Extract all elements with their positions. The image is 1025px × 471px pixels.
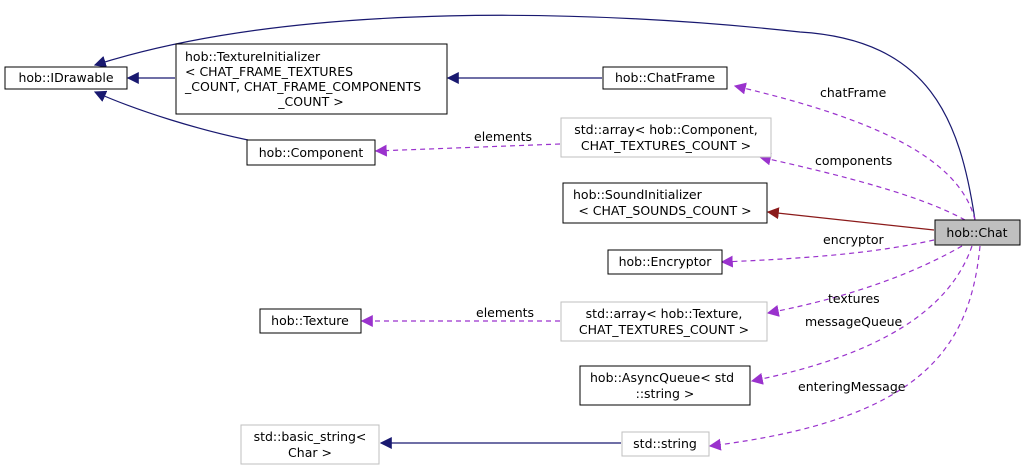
- edge-label-encryptor: encryptor: [823, 232, 885, 247]
- node-label-line: hob::TextureInitializer: [185, 49, 321, 64]
- node-basic-string[interactable]: std::basic_string< Char >: [240, 424, 380, 465]
- edge-usage-encryptor: [720, 239, 935, 268]
- edge-usage-components: [758, 153, 966, 221]
- node-label: hob::Component: [259, 145, 364, 160]
- node-label-line: CHAT_TEXTURES_COUNT >: [579, 322, 749, 337]
- node-sound-initializer[interactable]: hob::SoundInitializer < CHAT_SOUNDS_COUN…: [562, 182, 768, 224]
- edge-usage-textures: [766, 245, 963, 317]
- edge-label-elements-texture: elements: [476, 305, 534, 320]
- edge-label-chatframe: chatFrame: [820, 85, 887, 100]
- edge-label-textures: textures: [828, 291, 880, 306]
- edge-labels: chatFrame elements components encryptor …: [474, 85, 906, 394]
- node-chat[interactable]: hob::Chat: [934, 219, 1021, 246]
- edge-chat-to-idrawable: [93, 14, 976, 221]
- node-label-line: std::array< hob::Texture,: [586, 306, 743, 321]
- node-texture[interactable]: hob::Texture: [259, 308, 362, 334]
- edge-chat-to-soundinit: [766, 207, 935, 231]
- node-idrawable[interactable]: hob::IDrawable: [4, 66, 128, 90]
- node-label-line: Char >: [288, 445, 332, 460]
- edge-label-entering-message: enteringMessage: [798, 379, 906, 394]
- node-texture-initializer[interactable]: hob::TextureInitializer < CHAT_FRAME_TEX…: [175, 43, 448, 115]
- node-label-line: < CHAT_SOUNDS_COUNT >: [578, 203, 751, 218]
- node-label-line: CHAT_TEXTURES_COUNT >: [581, 138, 751, 153]
- edge-label-elements-component: elements: [474, 129, 532, 144]
- node-component[interactable]: hob::Component: [246, 139, 376, 166]
- node-chat-frame[interactable]: hob::ChatFrame: [602, 66, 728, 90]
- edges: [93, 14, 981, 451]
- node-array-component[interactable]: std::array< hob::Component, CHAT_TEXTURE…: [560, 117, 772, 158]
- edge-usage-elements-component: [374, 143, 561, 157]
- edge-usage-entering-message: [708, 245, 981, 451]
- node-label-line: _COUNT >: [277, 94, 343, 109]
- node-label-line: std::basic_string<: [254, 429, 367, 444]
- node-string[interactable]: std::string: [621, 431, 710, 457]
- node-label: hob::ChatFrame: [615, 70, 715, 85]
- node-array-texture[interactable]: std::array< hob::Texture, CHAT_TEXTURES_…: [560, 301, 768, 342]
- node-label: hob::Texture: [271, 313, 349, 328]
- node-label: std::string: [633, 436, 697, 451]
- node-label-line: ::string >: [636, 386, 695, 401]
- edge-component-to-idrawable: [93, 90, 249, 141]
- node-label-line: _COUNT, CHAT_FRAME_COMPONENTS: [184, 79, 421, 94]
- node-label: hob::Chat: [946, 225, 1007, 240]
- edge-label-components: components: [815, 153, 892, 168]
- node-label-line: < CHAT_FRAME_TEXTURES: [185, 64, 353, 79]
- edge-label-message-queue: messageQueue: [805, 314, 903, 329]
- node-label: hob::Encryptor: [619, 254, 713, 269]
- node-label: hob::IDrawable: [18, 70, 113, 85]
- node-async-queue[interactable]: hob::AsyncQueue< std ::string >: [579, 365, 751, 406]
- node-encryptor[interactable]: hob::Encryptor: [607, 249, 723, 275]
- node-label-line: hob::AsyncQueue< std: [590, 370, 734, 385]
- nodes: hob::IDrawable hob::TextureInitializer <…: [4, 43, 1021, 465]
- node-label-line: hob::SoundInitializer: [573, 187, 703, 202]
- edge-usage-message-queue: [750, 245, 973, 385]
- node-label-line: std::array< hob::Component,: [574, 122, 757, 137]
